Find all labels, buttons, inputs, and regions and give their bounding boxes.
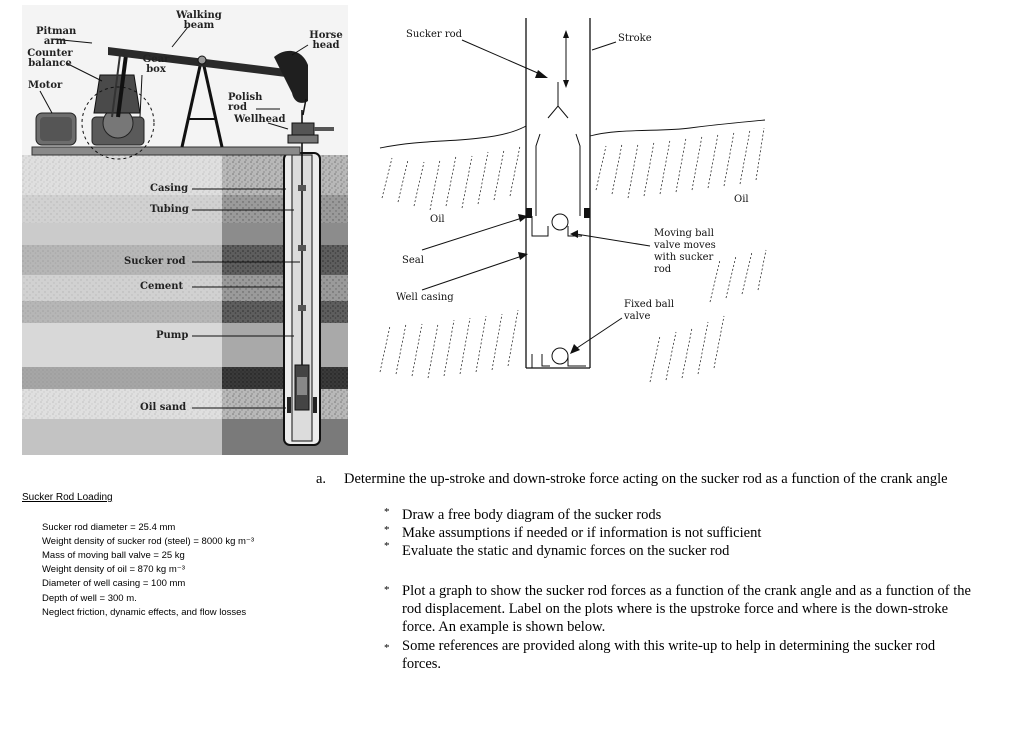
label-well-casing: Well casing (396, 292, 454, 303)
label-sucker-rod-left: Sucker rod (124, 256, 186, 267)
well-schematic-drawing (379, 18, 767, 383)
given-item: Depth of well = 300 m. (42, 593, 137, 604)
question-text: Determine the up-stroke and down-stroke … (344, 471, 948, 487)
label-stroke: Stroke (618, 33, 652, 44)
bullet-star: * (384, 540, 390, 552)
given-item: Weight density of sucker rod (steel) = 8… (42, 536, 255, 547)
bullet-star: * (384, 524, 390, 536)
bullet-item: Evaluate the static and dynamic forces o… (402, 543, 730, 559)
bullet-star: * (384, 642, 390, 654)
label-oil-outer: Oil (734, 194, 749, 205)
label-oil-sand: Oil sand (140, 402, 187, 413)
given-item: Sucker rod diameter = 25.4 mm (42, 522, 176, 533)
sucker-rod-loading-title: Sucker Rod Loading (22, 492, 113, 503)
given-item: Mass of moving ball valve = 25 kg (42, 550, 185, 561)
bullet-star: * (384, 584, 390, 596)
pump-jack-illustration (22, 5, 348, 455)
well-schematic: Sucker rod Stroke Oil Oil Seal Well casi… (360, 10, 780, 390)
bullet-item: Draw a free body diagram of the sucker r… (402, 507, 662, 523)
label-tubing: Tubing (150, 204, 189, 215)
label-pump: Pump (156, 330, 189, 341)
label-oil-inner: Oil (430, 214, 445, 225)
bullet-item: Make assumptions if needed or if informa… (402, 525, 762, 541)
bullet-star: * (384, 506, 390, 518)
label-sucker-rod-right: Sucker rod (406, 29, 463, 40)
given-item: Neglect friction, dynamic effects, and f… (42, 607, 247, 618)
label-motor: Motor (28, 80, 63, 91)
label-wellhead: Wellhead (234, 114, 286, 125)
given-item: Diameter of well casing = 100 mm (42, 578, 186, 589)
label-casing: Casing (150, 183, 189, 194)
label-fixed-ball-valve: Fixed ball valve (624, 299, 675, 322)
given-item: Weight density of oil = 870 kg m⁻³ (42, 564, 185, 575)
bullet-item: Plot a graph to show the sucker rod forc… (402, 583, 971, 635)
bullet-item: Some references are provided along with … (402, 638, 936, 672)
question-marker: a. (316, 471, 327, 487)
label-cement: Cement (140, 281, 184, 292)
label-moving-ball-valve: Moving ball valve moves with sucker rod (654, 228, 716, 275)
label-seal: Seal (402, 255, 424, 266)
